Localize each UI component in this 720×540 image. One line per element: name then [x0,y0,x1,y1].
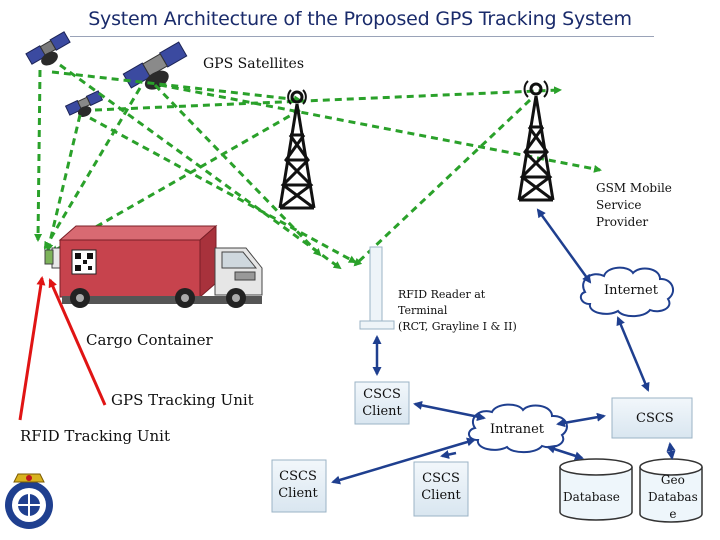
page-title: System Architecture of the Proposed GPS … [88,8,632,30]
cscs-client-box [354,381,410,425]
geo-database-label: Geo Databas e [648,473,698,521]
gps-satellites-label: GPS Satellites [203,56,305,72]
emblem-logo [5,473,53,529]
geo-database-icon [639,458,703,523]
network-links [331,208,676,485]
internet-cloud-icon [579,266,675,318]
cscs-server-label: CSCS [636,411,674,426]
cscs-client-label: CSCS Client [278,469,318,501]
rfid-links [18,276,107,421]
rfid-reader-icon [359,246,395,330]
rfid-reader-label: RFID Reader at Terminal (RCT, Grayline I… [398,288,517,333]
database-icon [559,458,633,521]
satellite-icon [25,31,71,66]
gsm-provider-label: GSM Mobile Service Provider [596,181,672,229]
satellite-icon [122,41,188,90]
database-label: Database [563,490,620,504]
intranet-cloud-icon [468,403,568,454]
cscs-server-box [611,397,693,439]
cscs-client-box [271,459,327,513]
cargo-container-label: Cargo Container [86,331,213,349]
cscs-client-label: CSCS Client [362,387,402,419]
rfid-tracking-unit-label: RFID Tracking Unit [20,427,170,445]
internet-label: Internet [604,283,658,298]
cargo-truck-icon [44,224,263,308]
cscs-client-label: CSCS Client [421,471,461,503]
intranet-label: Intranet [490,422,544,437]
cell-tower-icon [517,80,555,202]
gps-tracking-unit-label: GPS Tracking Unit [111,391,254,409]
title-divider [70,36,654,37]
cell-tower-icon [278,89,316,210]
